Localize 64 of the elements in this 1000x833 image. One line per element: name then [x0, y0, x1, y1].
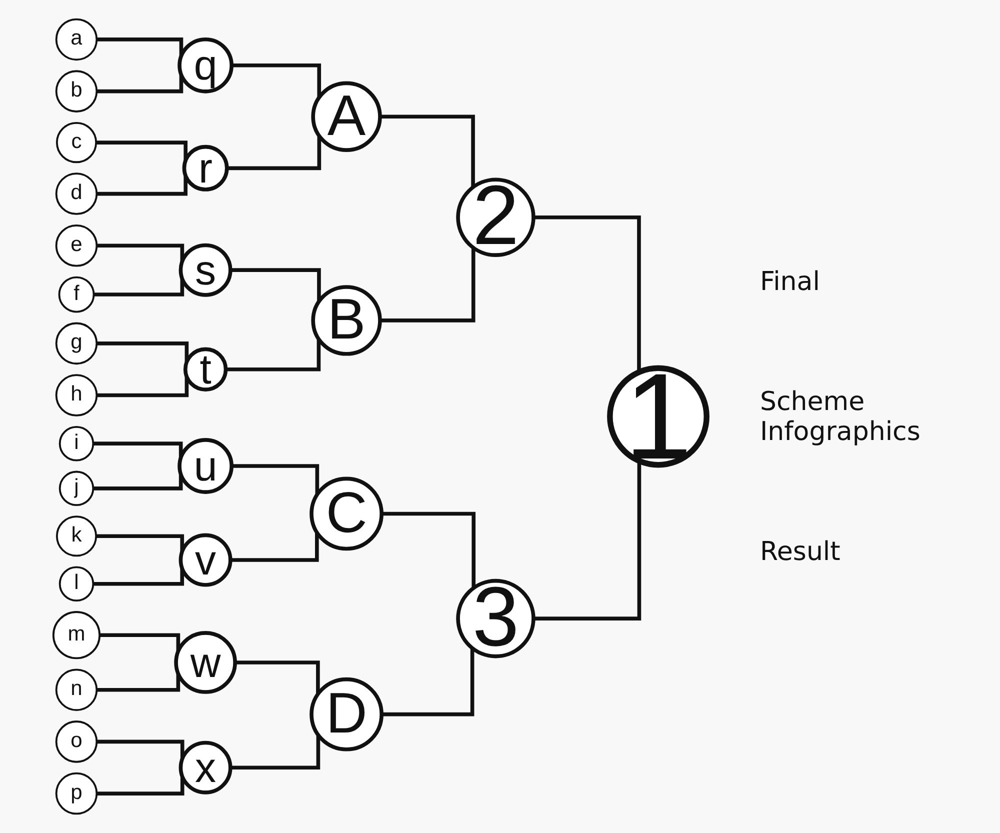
connector	[93, 568, 184, 586]
node-circle: e	[55, 224, 98, 267]
connector	[226, 339, 321, 372]
node-circle: s	[178, 243, 232, 297]
node-circle: p	[55, 772, 98, 815]
connector	[230, 268, 321, 302]
connector	[96, 244, 184, 262]
connector	[230, 734, 320, 770]
connector	[232, 63, 322, 98]
caption-text: Result	[760, 536, 842, 566]
connector	[382, 648, 474, 716]
connector	[96, 534, 184, 552]
node-circle: o	[55, 720, 98, 763]
node-circle: 2	[456, 178, 536, 257]
node-circle: r	[182, 144, 229, 192]
node-circle: i	[58, 426, 94, 462]
connector	[380, 114, 475, 188]
node-circle: q	[178, 37, 234, 94]
node-circle: u	[178, 438, 234, 494]
node-circle: x	[178, 740, 232, 794]
node-circle: f	[58, 276, 95, 313]
node-circle: n	[55, 668, 98, 711]
node-circle: k	[56, 516, 98, 557]
connector	[96, 176, 188, 196]
connector	[94, 278, 184, 296]
connector	[96, 776, 184, 796]
node-circle: w	[174, 631, 237, 694]
connector	[93, 442, 183, 458]
node-circle: A	[311, 81, 382, 152]
node-circle: 3	[456, 578, 536, 658]
connector	[96, 38, 184, 56]
connector	[96, 140, 188, 161]
node-circle: t	[183, 347, 228, 392]
node-circle: d	[55, 172, 98, 215]
node-circle: h	[55, 374, 98, 416]
connector	[96, 74, 184, 94]
connector	[533, 460, 642, 620]
node-circle: b	[55, 70, 98, 112]
connector	[380, 248, 476, 322]
connector	[232, 464, 320, 495]
caption-text: Final	[760, 266, 821, 296]
connector	[93, 474, 183, 490]
connector	[100, 633, 180, 652]
caption-text: Scheme Infographics	[760, 386, 922, 446]
node-circle: C	[310, 476, 384, 551]
connector	[235, 660, 320, 694]
connector	[96, 376, 189, 398]
connector	[382, 512, 476, 588]
node-circle: g	[55, 322, 98, 365]
connector	[96, 674, 180, 692]
node-circle: m	[52, 611, 101, 660]
node-circle: v	[178, 533, 232, 587]
connector	[226, 136, 322, 170]
connector	[230, 532, 319, 562]
node-circle: j	[58, 470, 94, 506]
connector	[533, 215, 641, 372]
node-circle: c	[56, 122, 98, 164]
connector	[96, 342, 189, 362]
node-circle: a	[55, 18, 98, 61]
connector	[96, 740, 184, 759]
node-circle: B	[311, 285, 382, 356]
node-circle: D	[310, 677, 384, 752]
node-circle: 1	[607, 365, 710, 468]
node-circle: l	[58, 566, 94, 602]
